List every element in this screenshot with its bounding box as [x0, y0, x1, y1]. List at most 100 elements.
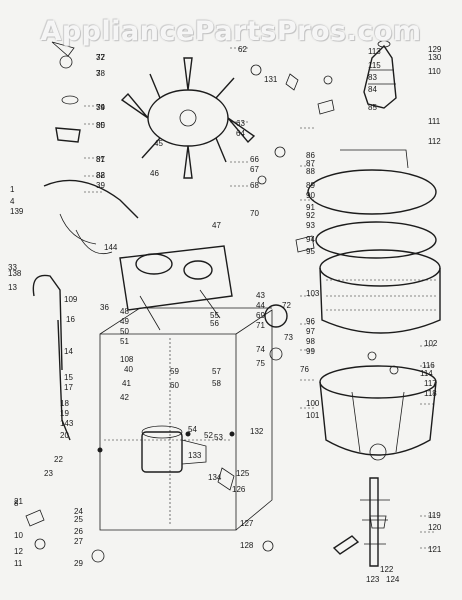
callout-38: 38	[96, 171, 105, 180]
callout-73: 73	[284, 333, 293, 342]
callout-126: 126	[232, 485, 246, 494]
callout-37: 37	[96, 155, 105, 164]
callout-119: 119	[428, 511, 441, 520]
callout-79: 79	[96, 103, 105, 112]
callout-100: 100	[306, 399, 320, 408]
wash-tub	[307, 149, 441, 334]
callout-14: 14	[64, 347, 73, 356]
callout-13: 13	[8, 283, 17, 292]
callout-16: 16	[66, 315, 75, 324]
callout-78: 78	[96, 69, 105, 78]
callout-62: 62	[238, 45, 247, 54]
callout-130: 130	[428, 53, 442, 62]
callout-69: 69	[256, 311, 265, 320]
callout-71: 71	[256, 321, 265, 330]
callout-76: 76	[300, 365, 309, 374]
callout-88: 88	[306, 167, 315, 176]
callout-132: 132	[250, 427, 264, 436]
callout-50: 50	[120, 327, 129, 336]
callout-102: 102	[424, 339, 438, 348]
callout-118: 118	[424, 389, 437, 398]
callout-134: 134	[208, 473, 222, 482]
callout-143: 143	[60, 419, 74, 428]
drive-shaft	[332, 477, 390, 567]
callout-86: 86	[306, 151, 315, 160]
callout-108: 108	[120, 355, 134, 364]
callout-20: 20	[60, 431, 69, 440]
callout-33: 33	[8, 263, 17, 272]
callout-129: 129	[428, 45, 442, 54]
callout-90: 90	[306, 191, 315, 200]
callout-115: 115	[368, 61, 381, 70]
transmission	[119, 245, 233, 331]
callout-112: 112	[428, 137, 441, 146]
callout-89: 89	[306, 181, 315, 190]
callout-96: 96	[306, 317, 315, 326]
callout-110: 110	[428, 67, 441, 76]
callout-91: 91	[306, 203, 315, 212]
callout-95: 95	[306, 247, 315, 256]
callout-15: 15	[64, 373, 73, 382]
callout-92: 92	[306, 211, 315, 220]
callout-57: 57	[212, 367, 221, 376]
callout-85: 85	[368, 103, 377, 112]
callout-67: 67	[250, 165, 259, 174]
agitator-top	[363, 40, 397, 109]
callout-11: 11	[14, 559, 23, 568]
hoses	[32, 179, 139, 441]
callout-138: 138	[8, 269, 22, 278]
callout-32: 32	[96, 53, 105, 62]
callout-83: 83	[368, 73, 377, 82]
callout-25: 25	[74, 515, 83, 524]
callout-53: 53	[214, 433, 223, 442]
callout-8: 8	[14, 499, 19, 508]
callout-123: 123	[366, 575, 380, 584]
callout-84: 84	[368, 85, 377, 94]
callout-58: 58	[212, 379, 221, 388]
callout-52: 52	[204, 431, 213, 440]
callout-34: 34	[96, 103, 105, 112]
callout-60: 60	[170, 381, 179, 390]
callout-12: 12	[14, 547, 23, 556]
callout-51: 51	[120, 337, 129, 346]
callout-74: 74	[256, 345, 265, 354]
callout-116: 116	[422, 361, 435, 370]
callout-42: 42	[120, 393, 129, 402]
callout-10: 10	[14, 531, 23, 540]
callout-68: 68	[250, 181, 259, 190]
callout-101: 101	[306, 411, 320, 420]
callout-121: 121	[428, 545, 442, 554]
callout-103: 103	[306, 289, 320, 298]
small-parts	[25, 41, 399, 563]
callout-23: 23	[44, 469, 53, 478]
callout-55: 55	[210, 311, 219, 320]
callout-113: 113	[368, 47, 381, 56]
callout-75: 75	[256, 359, 265, 368]
callout-40: 40	[124, 365, 133, 374]
callout-133: 133	[188, 451, 202, 460]
callout-99: 99	[306, 347, 315, 356]
callout-117: 117	[424, 379, 437, 388]
lower-tub	[319, 365, 437, 461]
callout-70: 70	[250, 209, 259, 218]
callout-48: 48	[120, 307, 129, 316]
callout-64: 64	[236, 129, 245, 138]
callout-80: 80	[96, 121, 105, 130]
callout-124: 124	[386, 575, 400, 584]
callout-131: 131	[264, 75, 278, 84]
callout-72: 72	[282, 301, 291, 310]
callout-122: 122	[380, 565, 394, 574]
callout-36: 36	[100, 303, 109, 312]
motor	[141, 425, 207, 473]
callout-46: 46	[150, 169, 159, 178]
callout-127: 127	[240, 519, 254, 528]
callout-19: 19	[60, 409, 69, 418]
leader-lines	[84, 47, 436, 549]
callout-24: 24	[74, 507, 83, 516]
callout-26: 26	[74, 527, 83, 536]
callout-81: 81	[96, 155, 105, 164]
callout-93: 93	[306, 221, 315, 230]
callout-54: 54	[188, 425, 197, 434]
callout-21: 21	[14, 497, 23, 506]
callout-144: 144	[104, 243, 118, 252]
